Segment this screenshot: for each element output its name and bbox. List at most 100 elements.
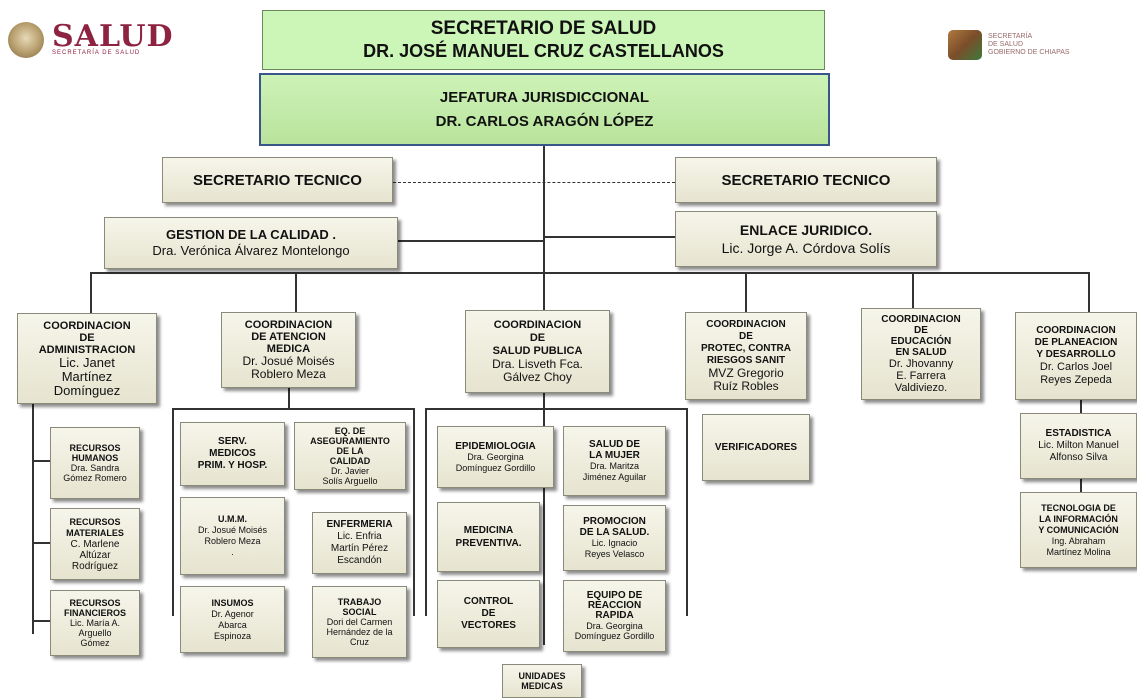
coord-admin-l2: DE [79, 331, 95, 344]
coord-aten-l3: MEDICA [266, 343, 311, 355]
coord-admin-l3: ADMINISTRACION [38, 343, 136, 356]
recursos-financieros-box: RECURSOS FINANCIEROS Lic. María A. Argue… [50, 590, 140, 656]
admin-branch-h3 [32, 620, 50, 622]
chiapas-logo-line2: DE SALUD [988, 41, 1024, 48]
secretario-tecnico-right-box: SECRETARIO TECNICO [675, 157, 937, 203]
rf-l5: Gómez [80, 638, 110, 648]
coord-plan-l2: DE PLANEACION [1034, 337, 1118, 348]
eq-l6: Solís Arguello [322, 476, 378, 486]
tecno-l4: Ing. Abraham [1051, 535, 1106, 546]
umm-l4: . [231, 547, 234, 557]
coord-edu-l6: E. Farrera [896, 370, 946, 382]
um-l1: UNIDADES [518, 671, 566, 681]
drop-atencion [295, 272, 297, 312]
ins-l2: Dr. Agenor [211, 608, 254, 619]
coord-edu-l3: EDUCACIÓN [890, 336, 952, 347]
estad-l1: ESTADISTICA [1045, 428, 1112, 439]
medprev-l1: MEDICINA [463, 525, 514, 536]
coord-admin-l4: Lic. Janet [59, 354, 115, 370]
serv-l3: PRIM. Y HOSP. [197, 460, 268, 471]
enfermeria-box: ENFERMERIA Lic. Enfria Martín Pérez Esca… [312, 512, 407, 574]
coord-edu-l4: EN SALUD [895, 347, 947, 358]
rm-l2: MATERIALES [66, 527, 124, 538]
recursos-humanos-box: RECURSOS HUMANOS Dra. Sandra Gómez Romer… [50, 427, 140, 499]
epi-l3: Domínguez Gordillo [455, 462, 536, 473]
tecno-l2: LA INFORMACIÓN [1039, 513, 1118, 524]
salud-logo-subtitle: SECRETARÍA DE SALUD [52, 50, 141, 56]
err-l3: RAPIDA [595, 610, 634, 621]
secretario-salud-title: SECRETARIO DE SALUD [430, 18, 657, 39]
coord-aten-l5: Roblero Meza [251, 367, 326, 381]
salud-logo: SALUD SECRETARÍA DE SALUD [8, 22, 174, 58]
aten-branch-v2 [413, 408, 415, 616]
admin-branch-h2 [32, 542, 50, 544]
trunk-line [543, 145, 545, 645]
secretario-salud-name: DR. JOSÉ MANUEL CRUZ CASTELLANOS [363, 41, 724, 61]
enf-l1: ENFERMERIA [326, 519, 393, 530]
umm-l1: U.M.M. [218, 514, 247, 524]
admin-branch-h1 [32, 460, 50, 462]
enf-l4: Escandón [337, 555, 382, 566]
ctrl-l1: CONTROL [463, 596, 514, 607]
salud-logo-word: SALUD [52, 19, 174, 54]
coord-horizontal-line [90, 272, 1090, 274]
coord-plan-l4: Dr. Carlos Joel [1039, 361, 1113, 373]
coord-protec-l4: RIESGOS SANIT [706, 355, 786, 366]
unidades-medicas-box: UNIDADES MEDICAS [502, 664, 582, 698]
coord-admin-l5: Martínez [61, 368, 113, 384]
promo-l3: Lic. Ignacio [591, 538, 638, 548]
mujer-l2: LA MUJER [589, 450, 640, 461]
sp-branch-v1 [425, 408, 427, 616]
chiapas-logo-line1: SECRETARÍA [988, 33, 1033, 40]
verificadores-box: VERIFICADORES [702, 414, 810, 481]
coord-admin-l1: COORDINACION [43, 319, 131, 332]
epi-l2: Dra. Georgina [467, 451, 524, 462]
jefatura-name: DR. CARLOS ARAGÓN LÓPEZ [435, 112, 654, 130]
enlace-juridico-title: ENLACE JURIDICO. [739, 222, 873, 238]
coord-sp-l1: COORDINACION [493, 319, 582, 331]
coord-edu-l5: Dr. Jhovanny [888, 358, 954, 370]
enf-l3: Martín Pérez [330, 543, 389, 554]
sp-branch-h [425, 408, 687, 410]
gestion-calidad-box: GESTION DE LA CALIDAD . Dra. Verónica Ál… [104, 217, 398, 269]
chiapas-logo: SECRETARÍA DE SALUD GOBIERNO DE CHIAPAS [948, 30, 1070, 60]
coord-protec-l5: MVZ Gregorio [708, 366, 784, 380]
umm-l2: Dr. Josué Moisés [197, 525, 268, 535]
jefatura-box: JEFATURA JURISDICCIONAL DR. CARLOS ARAGÓ… [259, 73, 830, 146]
secretario-salud-box: SECRETARIO DE SALUD DR. JOSÉ MANUEL CRUZ… [262, 10, 825, 70]
enlace-connector [545, 236, 675, 238]
rm-l4: Altúzar [79, 549, 111, 561]
ts-l3: Dori del Carmen [326, 617, 393, 627]
mujer-l1: SALUD DE [588, 439, 641, 450]
tecno-l5: Martínez Molina [1046, 546, 1111, 557]
insumos-box: INSUMOS Dr. Agenor Abarca Espinoza [180, 586, 285, 653]
rh-l4: Gómez Romero [63, 473, 127, 483]
eq-aseguramiento-box: EQ. DE ASEGURAMIENTO DE LA CALIDAD Dr. J… [294, 422, 406, 490]
coord-sp-l2: DE [529, 332, 546, 344]
rh-l1: RECURSOS [69, 443, 121, 453]
eq-l1: EQ. DE [334, 426, 366, 436]
equipo-reaccion-rapida-box: EQUIPO DE REACCION RAPIDA Dra. Georgina … [563, 580, 666, 652]
coord-protec-l1: COORDINACION [706, 319, 786, 330]
rm-l3: C. Marlene [70, 538, 120, 550]
coord-edu-l2: DE [914, 325, 928, 336]
drop-admin [90, 272, 92, 314]
rh-l2: HUMANOS [71, 453, 119, 463]
coord-plan-l1: COORDINACION [1036, 325, 1116, 336]
aten-branch-mid [288, 388, 290, 408]
coord-sp-l3: SALUD PUBLICA [492, 345, 583, 357]
secretario-tecnico-left-box: SECRETARIO TECNICO [162, 157, 393, 203]
promocion-salud-box: PROMOCION DE LA SALUD. Lic. Ignacio Reye… [563, 505, 666, 571]
err-l4: Dra. Georgina [586, 621, 643, 631]
ts-l2: SOCIAL [342, 607, 377, 617]
coord-sp-l4: Dra. Lisveth Fca. [492, 357, 583, 371]
rf-l4: Arguello [78, 628, 112, 638]
medprev-l2: PREVENTIVA. [455, 538, 522, 549]
enf-l2: Lic. Enfria [337, 531, 382, 542]
rm-l1: RECURSOS [69, 516, 121, 527]
um-l2: MEDICAS [521, 681, 563, 691]
admin-branch-v [32, 404, 34, 634]
drop-educacion [912, 272, 914, 308]
serv-l2: MEDICOS [209, 448, 256, 459]
chiapas-logo-line3: GOBIERNO DE CHIAPAS [988, 49, 1070, 56]
